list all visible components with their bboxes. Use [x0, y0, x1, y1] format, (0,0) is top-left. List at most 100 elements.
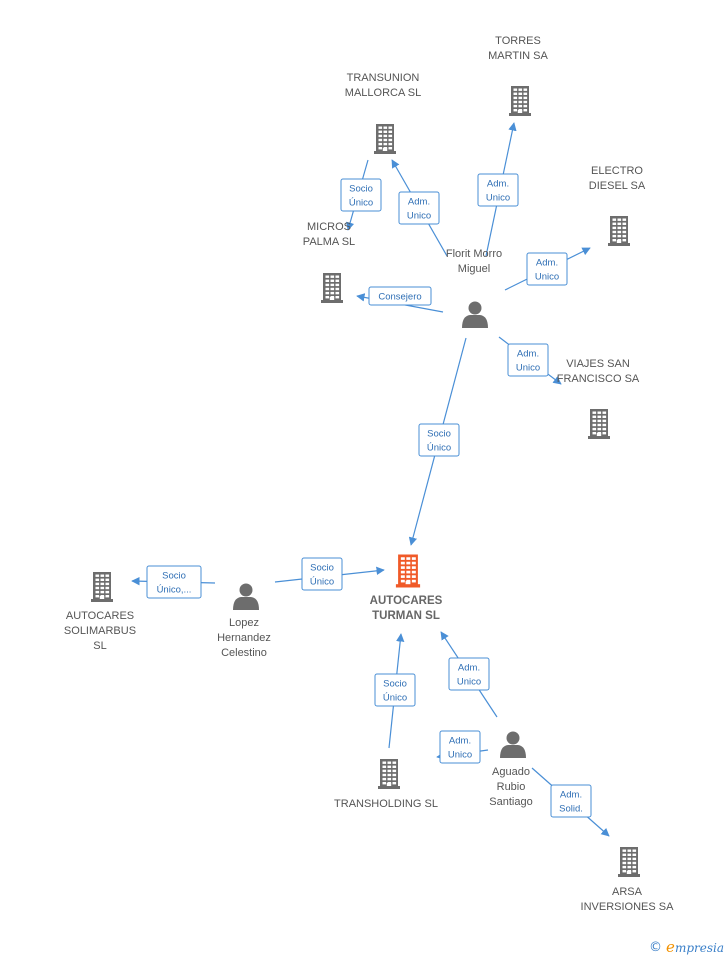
node-label-line: SOLIMARBUS — [64, 625, 136, 637]
node-label-line: Florit Morro — [446, 248, 502, 260]
person-icon — [462, 301, 488, 328]
building-icon — [374, 124, 396, 154]
relation-label: Consejero — [378, 292, 421, 303]
relation-badge[interactable]: Adm.Solid. — [550, 784, 592, 818]
node-label-line: TRANSHOLDING SL — [334, 798, 438, 810]
relation-badge[interactable]: Adm.Unico — [507, 343, 549, 377]
node-label-line: TRANSUNION — [347, 72, 420, 84]
node-label-line: Aguado — [492, 766, 530, 778]
node-label: TORRES MARTIN SA — [488, 35, 548, 62]
node-label-line: FRANCISCO SA — [557, 373, 640, 385]
node-label-line: Santiago — [489, 796, 532, 808]
company-node-arsa[interactable]: ARSA INVERSIONES SA — [581, 847, 675, 913]
edge-aguado-to-autocares_turman[interactable]: Adm.Unico — [440, 631, 498, 718]
relation-label: Adm.Unico — [516, 349, 540, 374]
brand-initial: e — [666, 937, 675, 956]
building-icon — [608, 216, 630, 246]
company-node-transunion[interactable]: TRANSUNION MALLORCA SL — [345, 72, 421, 154]
relation-label: Adm.Solid. — [559, 790, 583, 815]
company-node-micros[interactable]: MICROS PALMA SL — [303, 221, 355, 303]
node-label-line: MARTIN SA — [488, 50, 548, 62]
relation-label: Adm.Unico — [486, 179, 510, 204]
edge-florit-to-electro[interactable]: Adm.Unico — [504, 247, 591, 291]
brand-name: mpresia — [674, 940, 724, 955]
node-label-line: Lopez — [229, 617, 259, 629]
node-label: AUTOCARES SOLIMARBUS SL — [64, 610, 136, 652]
node-label-line: AUTOCARES — [370, 595, 443, 607]
node-label-line: MALLORCA SL — [345, 87, 421, 99]
node-label-line: Celestino — [221, 647, 267, 659]
building-icon — [395, 554, 421, 588]
building-icon — [321, 273, 343, 303]
company-node-torres[interactable]: TORRES MARTIN SA — [488, 35, 549, 116]
brand-logo[interactable]: empresia — [666, 938, 724, 957]
node-label-line: Miguel — [458, 263, 490, 275]
relation-badge[interactable]: Adm.Unico — [477, 173, 519, 207]
building-icon — [588, 409, 610, 439]
person-icon — [233, 583, 259, 610]
relation-label: Adm.Unico — [535, 258, 559, 283]
node-label-line: TURMAN SL — [372, 610, 440, 622]
copyright-icon: © — [649, 939, 663, 955]
footer-brand: © empresia — [649, 938, 724, 956]
node-label-line: AUTOCARES — [66, 610, 134, 622]
edge-florit-to-viajes[interactable]: Adm.Unico — [498, 336, 562, 385]
node-label-line: MICROS — [307, 221, 351, 233]
relation-label: Adm.Unico — [407, 197, 431, 222]
node-label-line: PALMA SL — [303, 236, 355, 248]
company-node-solimarbus[interactable]: AUTOCARES SOLIMARBUS SL — [64, 572, 136, 652]
company-node-viajes[interactable]: VIAJES SAN FRANCISCO SA — [557, 358, 640, 439]
node-label-line: TORRES — [495, 35, 541, 47]
relation-label: Adm.Unico — [448, 736, 472, 761]
company-node-transholding[interactable]: TRANSHOLDING SL — [334, 759, 438, 810]
relation-badge[interactable]: Adm.Unico — [398, 191, 440, 225]
building-icon — [91, 572, 113, 602]
relation-badge[interactable]: Consejero — [368, 286, 432, 306]
edge-florit-to-micros[interactable]: Consejero — [356, 286, 444, 313]
node-label-line: ELECTRO — [591, 165, 643, 177]
edge-aguado-to-transholding[interactable]: Adm.Unico — [436, 730, 489, 764]
relation-badge[interactable]: Adm.Unico — [448, 657, 490, 691]
person-icon — [500, 731, 526, 758]
building-icon — [618, 847, 640, 877]
relation-label: Adm.Unico — [457, 663, 481, 688]
edge-aguado-to-arsa[interactable]: Adm.Solid. — [531, 767, 610, 837]
node-label-line: SL — [93, 640, 106, 652]
node-label: MICROS PALMA SL — [303, 221, 355, 248]
relation-badge[interactable]: Adm.Unico — [439, 730, 481, 764]
node-label: TRANSHOLDING SL — [334, 798, 438, 810]
company-node-autocares_turman[interactable]: AUTOCARES TURMAN SL — [370, 554, 443, 623]
node-label-line: Rubio — [497, 781, 526, 793]
node-label-line: ARSA — [612, 886, 643, 898]
building-icon — [509, 86, 531, 116]
relation-badge[interactable]: Adm.Unico — [526, 252, 568, 286]
building-icon — [378, 759, 400, 789]
edge-florit-to-transunion[interactable]: Adm.Unico — [391, 159, 448, 257]
node-label-line: VIAJES SAN — [566, 358, 630, 370]
edge-florit-to-torres[interactable]: Adm.Unico — [477, 122, 519, 257]
node-label-line: Hernandez — [217, 632, 271, 644]
node-label-line: INVERSIONES SA — [581, 901, 675, 913]
